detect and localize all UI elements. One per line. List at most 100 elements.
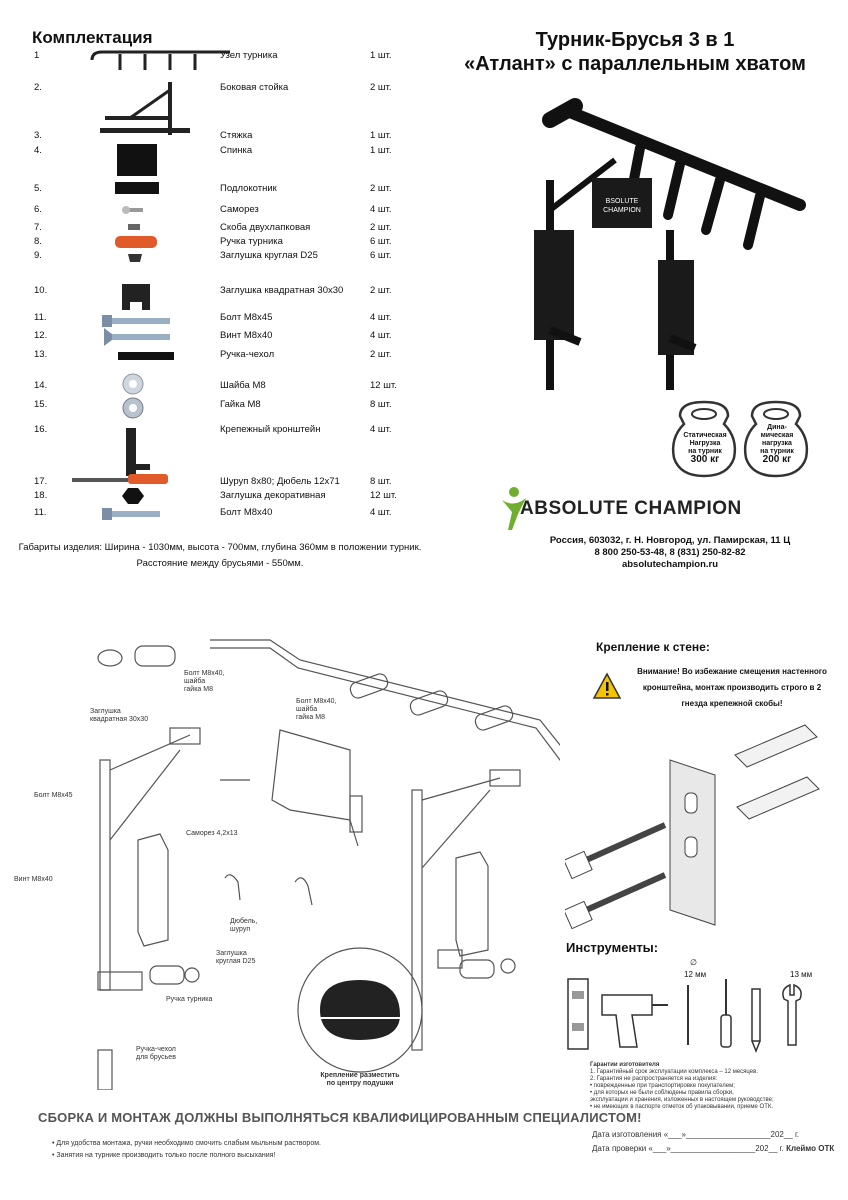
label-self-tap: Саморез 4,2х13 xyxy=(186,830,238,837)
assembly-diagram xyxy=(97,639,560,1090)
dowel-icon xyxy=(736,776,820,820)
kit-row-name: Ручка турника xyxy=(220,236,283,247)
kit-row-name: Боковая стойка xyxy=(220,82,289,93)
kit-row-qty: 12 шт. xyxy=(370,380,397,391)
label-screw-m8x40: Винт М8х40 xyxy=(14,876,53,883)
label-square-plug: Заглушка квадратная 30х30 xyxy=(90,708,149,723)
product-title-line1: Турник-Брусья 3 в 1 xyxy=(535,29,735,51)
brand-name: ABSOLUTE CHAMPION xyxy=(520,498,742,519)
kit-row-number: 4. xyxy=(34,145,42,156)
company-address: Россия, 603032, г. Н. Новгород, ул. Пами… xyxy=(549,535,791,570)
bolt-icon xyxy=(102,315,170,327)
kit-row-name: Крепежный кронштейн xyxy=(220,424,321,435)
wall-mount-diagram xyxy=(565,724,820,930)
kit-row-name: Шуруп 8х80; Дюбель 12х71 xyxy=(220,476,340,487)
kit-row-number: 8. xyxy=(34,236,42,247)
label-bar-handle: Ручка турника xyxy=(166,996,213,1003)
bracket-icon xyxy=(128,224,140,230)
label-bolt-washer-nut-2: Болт М8х40, шайба гайка М8 xyxy=(296,698,337,721)
label-bolt-washer-nut-1: Болт М8х40, шайба гайка М8 xyxy=(184,670,225,693)
kit-row-qty: 6 шт. xyxy=(370,250,392,261)
kit-row-qty: 4 шт. xyxy=(370,424,392,435)
kit-row-number: 3. xyxy=(34,130,42,141)
kit-row-name: Скоба двухлапковая xyxy=(220,222,311,233)
pad-logo-line2: CHAMPION xyxy=(603,207,641,214)
label-dowel: Дюбель, шуруп xyxy=(230,918,258,933)
kit-row-qty: 2 шт. xyxy=(370,349,392,360)
kit-row-number: 1 xyxy=(34,50,40,61)
kit-row: 2. Боковая стойка 2 шт. xyxy=(0,82,420,96)
wall-mount-warning: Внимание! Во избежание смещения настенно… xyxy=(637,667,827,708)
dimensions: Габариты изделия: Ширина - 1030мм, высот… xyxy=(18,542,422,569)
label-cushion-mount: Крепление разместить по центру подушки xyxy=(320,1072,400,1087)
kit-row-name: Ручка-чехол xyxy=(220,349,275,360)
drill-icon xyxy=(601,994,668,1048)
kit-row-qty: 2 шт. xyxy=(370,183,392,194)
kit-row-name: Болт М8х45 xyxy=(220,312,273,323)
square-plug-icon xyxy=(122,284,150,310)
dowel-icon xyxy=(734,724,818,768)
bullet-1: • Для удобства монтажа, ручки необходимо… xyxy=(52,1140,321,1147)
nut-icon xyxy=(122,397,144,419)
label-round-plug: Заглушка круглая D25 xyxy=(216,950,256,965)
guarantee: Гарантии изготовителя 1. Гарантийный сро… xyxy=(590,1062,774,1110)
kit-row-name: Заглушка квадратная 30х30 xyxy=(220,285,344,296)
kit-row-number: 18. xyxy=(34,490,48,501)
kit-row-name: Гайка М8 xyxy=(220,399,261,410)
kit-row-number: 14. xyxy=(34,380,48,391)
screw-head-icon xyxy=(565,900,593,930)
kit-row-qty: 1 шт. xyxy=(370,50,392,61)
bolt-icon xyxy=(102,508,160,520)
bullet-2: • Занятия на турнике производить только … xyxy=(52,1152,276,1159)
kit-row-number: 7. xyxy=(34,222,42,233)
kit-row-number: 9. xyxy=(34,250,42,261)
wall-bracket-icon xyxy=(126,428,150,476)
cushion-mount-detail-icon xyxy=(320,980,400,1040)
kit-row-qty: 6 шт. xyxy=(370,236,392,247)
wrench-icon xyxy=(782,983,802,1046)
pullup-bar-icon xyxy=(90,50,230,70)
screw-dowel-icon xyxy=(72,474,168,484)
kit-row-number: 15. xyxy=(34,399,48,410)
pad-logo-line1: BSOLUTE xyxy=(606,198,639,205)
handle-cover-icon xyxy=(118,352,174,360)
date-made: Дата изготовления «___»_________________… xyxy=(592,1130,800,1139)
kit-row-number: 16. xyxy=(34,424,48,435)
kit-row-qty: 4 шт. xyxy=(370,330,392,341)
label-cover-handle: Ручка-чехол для брусьев xyxy=(136,1046,176,1061)
product-title: Турник-Брусья 3 в 1 «Атлант» с параллель… xyxy=(440,28,830,76)
brand-logo-icon xyxy=(502,487,526,530)
screw-head-icon xyxy=(565,850,593,880)
kit-row-name: Спинка xyxy=(220,145,253,156)
kit-row-number: 2. xyxy=(34,82,42,93)
decorative-plug-icon xyxy=(122,488,144,504)
kit-row-number: 12. xyxy=(34,330,48,341)
level-icon xyxy=(567,978,589,1050)
load-badges xyxy=(671,400,809,478)
kit-row-qty: 4 шт. xyxy=(370,204,392,215)
screwdriver-icon xyxy=(720,979,732,1048)
warning-icon xyxy=(592,672,622,699)
kit-row-qty: 4 шт. xyxy=(370,507,392,518)
armrest-icon xyxy=(115,182,159,194)
product-photo: BSOLUTE CHAMPION xyxy=(534,98,806,390)
kit-row-qty: 2 шт. xyxy=(370,82,392,93)
kit-row: 13. Ручка-чехол 2 шт. xyxy=(0,349,420,363)
kit-row-number: 5. xyxy=(34,183,42,194)
kit-row: 16. Крепежный кронштейн 4 шт. xyxy=(0,424,420,438)
handle-grip-icon xyxy=(115,236,157,248)
pencil-icon xyxy=(751,988,761,1054)
kit-row-number: 10. xyxy=(34,285,48,296)
kit-row-number: 13. xyxy=(34,349,48,360)
